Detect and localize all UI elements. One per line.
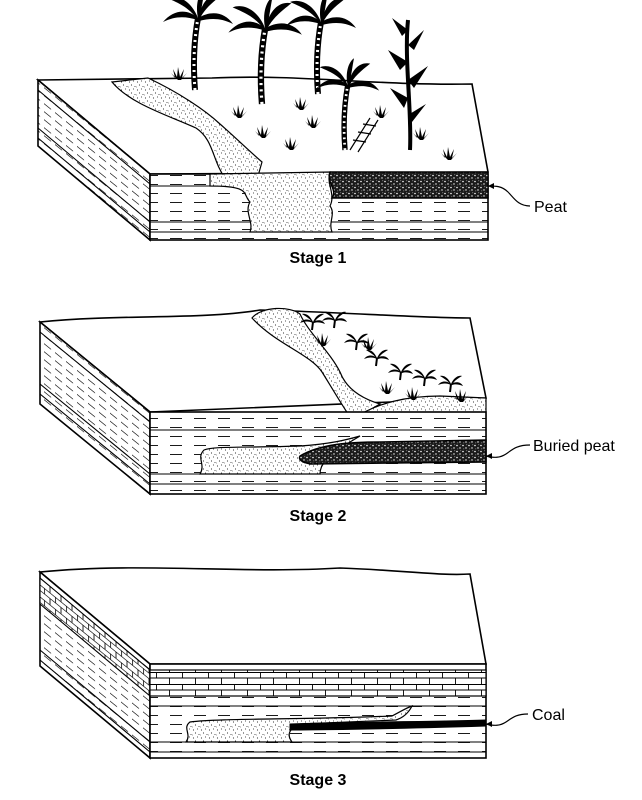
stage-1-leader-line	[487, 185, 531, 207]
stage-2-callout-label: Buried peat	[533, 438, 615, 455]
stage-2-title: Stage 2	[290, 508, 347, 525]
stage-3-block	[38, 567, 487, 760]
stage-3-callout: Coal	[485, 707, 565, 727]
stage-1-sand-bar	[110, 77, 263, 179]
stage-2-sand-patch	[251, 307, 382, 421]
stage-3-leader-line	[485, 713, 529, 726]
stage-1-peat-layer	[328, 171, 489, 199]
stage-2-callout: Buried peat	[485, 438, 615, 459]
stage-1-callout-label: Peat	[534, 199, 567, 216]
stage-1-block	[35, 0, 489, 242]
stage-2-leader-line	[485, 444, 531, 458]
stage-2-block	[37, 307, 487, 496]
stage-3-limestone-layer	[149, 669, 487, 697]
stage-3-title: Stage 3	[290, 772, 347, 789]
stage-1-vegetation	[163, 0, 457, 160]
stage-3-coal-seam	[289, 719, 487, 731]
stage-2-buried-peat	[298, 439, 487, 465]
stage-3-callout-label: Coal	[532, 707, 565, 724]
stage-3-top-surface	[38, 567, 487, 665]
stage-1-callout: Peat	[487, 183, 567, 216]
stage-1-sand-channel	[209, 171, 333, 233]
stage-1-title: Stage 1	[290, 250, 347, 267]
